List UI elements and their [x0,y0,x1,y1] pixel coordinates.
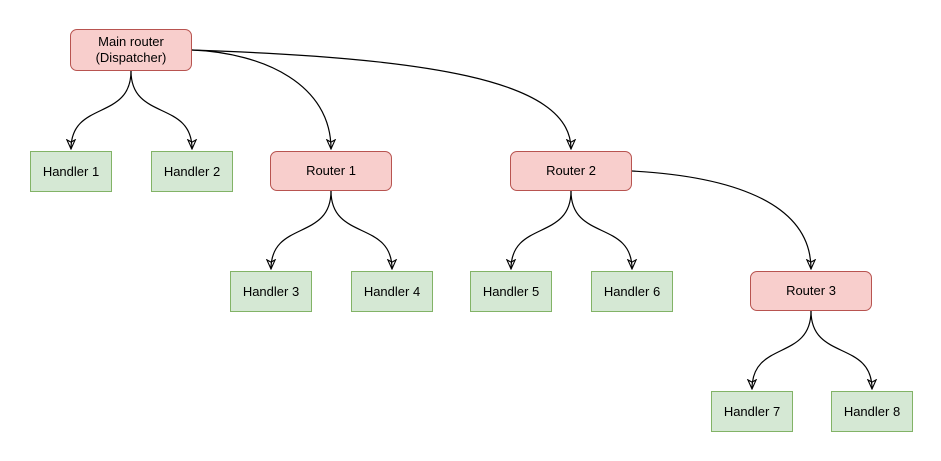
node-handler-3[interactable]: Handler 3 [230,271,312,312]
edge-router-3-to-handler-7 [752,310,812,389]
edge-router-2-to-handler-5 [511,190,572,269]
node-handler-5[interactable]: Handler 5 [470,271,552,312]
edge-router-2-to-router-3 [631,170,811,269]
node-handler-2[interactable]: Handler 2 [151,151,233,192]
node-router-3[interactable]: Router 3 [750,271,872,311]
node-router-2[interactable]: Router 2 [510,151,632,191]
edge-router-2-to-handler-6 [570,190,632,269]
edge-main-to-router-1 [191,49,331,149]
edge-router-3-to-handler-8 [810,310,872,389]
node-main-router[interactable]: Main router (Dispatcher) [70,29,192,71]
node-handler-6[interactable]: Handler 6 [591,271,673,312]
node-handler-1[interactable]: Handler 1 [30,151,112,192]
edge-router-1-to-handler-4 [330,190,392,269]
node-router-1[interactable]: Router 1 [270,151,392,191]
node-handler-8[interactable]: Handler 8 [831,391,913,432]
node-handler-7[interactable]: Handler 7 [711,391,793,432]
edge-main-to-router-2 [191,49,571,149]
node-handler-4[interactable]: Handler 4 [351,271,433,312]
edge-main-to-handler-1 [71,70,132,149]
edge-main-to-handler-2 [130,70,192,149]
edge-router-1-to-handler-3 [271,190,332,269]
